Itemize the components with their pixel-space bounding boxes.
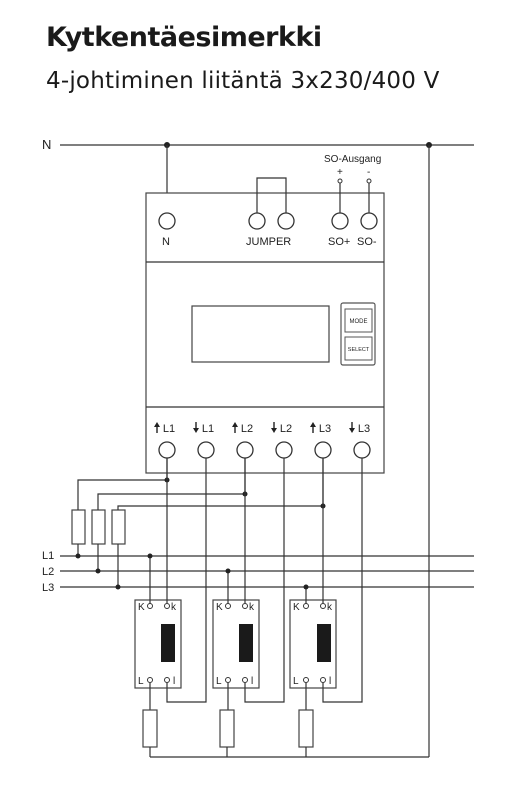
ct-junction (303, 584, 309, 590)
ct-secondary-l-wire (244, 458, 285, 703)
mode-button-label: MODE (350, 319, 368, 325)
fuse-2 (91, 509, 106, 545)
terminal-up-l1 (158, 441, 176, 459)
terminal-label: L1 (202, 423, 214, 435)
ct-label-K: K (293, 602, 300, 613)
fuse-3 (111, 509, 126, 545)
terminal-label: L1 (163, 423, 175, 435)
ct-k-pin (164, 603, 170, 609)
ct-label-L: L (216, 676, 222, 687)
arrow-down-icon-head (349, 428, 355, 433)
ct-L-pin (303, 677, 309, 683)
select-button[interactable] (344, 336, 373, 361)
ct-core (317, 624, 331, 662)
page-title: Kytkentäesimerkki (46, 22, 322, 53)
ct-label-l: l (173, 676, 175, 687)
arrow-up-icon-head (154, 422, 160, 427)
junction-l1-fuse (75, 553, 81, 559)
arrow-down-icon-head (271, 428, 277, 433)
terminal-down-l1 (197, 441, 215, 459)
ct-l-pin (164, 677, 170, 683)
junction-l2-fuse (95, 568, 101, 574)
ct-label-L: L (293, 676, 299, 687)
so-minus-pin (366, 178, 372, 184)
ct-l-pin (320, 677, 326, 683)
terminal-label: L3 (358, 423, 370, 435)
terminal-so-minus (360, 212, 378, 230)
ct-K-pin (303, 603, 309, 609)
arrow-down-icon-head (193, 428, 199, 433)
load-resistor (219, 709, 235, 748)
line-label-l2: L2 (42, 566, 54, 578)
line-label-l3: L3 (42, 582, 54, 594)
line-label-n: N (42, 137, 51, 152)
ct-label-k: k (249, 602, 255, 613)
ct-secondary-l-wire (322, 458, 363, 703)
terminal-up-l3 (314, 441, 332, 459)
arrow-up-icon-head (232, 422, 238, 427)
fuse-1 (71, 509, 86, 545)
so-minus-label: SO- (357, 236, 377, 248)
mode-button[interactable] (344, 308, 373, 333)
terminal-jumper-1 (248, 212, 266, 230)
junction-l3-fuse (115, 584, 121, 590)
select-button-label: SELECT (348, 347, 370, 353)
page-subtitle: 4-johtiminen liitäntä 3x230/400 V (46, 68, 440, 94)
arrow-up-icon-head (310, 422, 316, 427)
ct-core (239, 624, 253, 662)
terminal-so-plus (331, 212, 349, 230)
ct-K-pin (225, 603, 231, 609)
terminal-down-l3 (353, 441, 371, 459)
ct-label-L: L (138, 676, 144, 687)
terminal-n (158, 212, 176, 230)
line-label-l1: L1 (42, 550, 54, 562)
terminal-n-label: N (162, 236, 170, 248)
ct-core (161, 624, 175, 662)
ct-label-l: l (251, 676, 253, 687)
ct-label-k: k (327, 602, 333, 613)
ct-junction (225, 568, 231, 574)
terminal-label: L2 (241, 423, 253, 435)
ct-k-pin (320, 603, 326, 609)
ct-secondary-l-wire (166, 458, 207, 703)
terminal-label: L3 (319, 423, 331, 435)
terminal-down-l2 (275, 441, 293, 459)
so-plus-label: SO+ (328, 236, 350, 248)
ct-label-K: K (138, 602, 145, 613)
terminal-up-l2 (236, 441, 254, 459)
load-resistor (142, 709, 158, 748)
ct-l-pin (242, 677, 248, 683)
ct-L-pin (225, 677, 231, 683)
ct-label-l: l (329, 676, 331, 687)
ct-label-K: K (216, 602, 223, 613)
so-minus-sign: - (367, 167, 370, 178)
load-resistor (298, 709, 314, 748)
jumper-link (256, 177, 287, 213)
ct-L-pin (147, 677, 153, 683)
jumper-label: JUMPER (246, 236, 291, 248)
so-output-label: SO-Ausgang (324, 154, 381, 165)
so-plus-sign: + (337, 167, 343, 178)
ct-junction (147, 553, 153, 559)
so-plus-pin (337, 178, 343, 184)
meter-display (191, 305, 330, 363)
ct-k-pin (242, 603, 248, 609)
terminal-jumper-2 (277, 212, 295, 230)
phase-terminals: L1 L1 L2 L2 L3 L3 (154, 422, 371, 459)
ct-label-k: k (171, 602, 177, 613)
terminal-label: L2 (280, 423, 292, 435)
ct-K-pin (147, 603, 153, 609)
